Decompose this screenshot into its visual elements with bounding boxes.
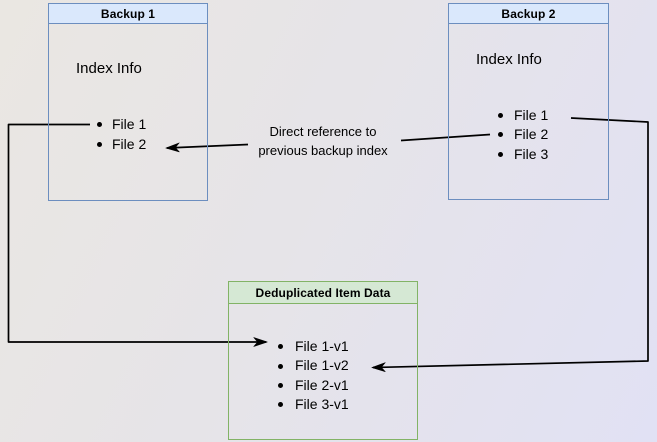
backup1-title: Backup 1 xyxy=(100,6,156,21)
annotation-label: Direct reference to previous backup inde… xyxy=(258,124,388,158)
list-item: File 1-v1 xyxy=(278,337,349,356)
dedup-title: Deduplicated Item Data xyxy=(255,285,391,300)
list-item: File 2 xyxy=(97,134,146,154)
backup2-header: Backup 2 xyxy=(449,4,608,24)
backup1-header: Backup 1 xyxy=(49,4,207,24)
backup2-file-list: File 1 File 2 File 3 xyxy=(498,106,548,164)
backup1-index-info-label: Index Info xyxy=(76,60,142,77)
item-label: File 1 xyxy=(514,107,549,123)
item-label: File 2 xyxy=(514,126,549,143)
bullet-icon xyxy=(498,151,503,157)
bullet-icon xyxy=(498,132,503,138)
backup2-index-info-label: Index Info xyxy=(476,51,542,68)
bullet-icon xyxy=(278,382,283,388)
backup2-box: Backup 2 Index Info File 1 File 2 File 3 xyxy=(448,3,609,200)
list-item: File 2 xyxy=(498,125,548,144)
bullet-icon xyxy=(278,363,283,369)
item-label: File 1-v1 xyxy=(295,338,349,354)
backup2-title: Backup 2 xyxy=(501,6,556,21)
item-label: File 2 xyxy=(112,136,147,152)
item-label: File 3 xyxy=(514,145,549,162)
backup1-file-list: File 1 File 2 xyxy=(97,114,146,154)
list-item: File 1-v2 xyxy=(278,356,349,375)
dedup-file-list: File 1-v1 File 1-v2 File 2-v1 File 3-v1 xyxy=(278,337,349,415)
dedup-header: Deduplicated Item Data xyxy=(229,282,417,304)
list-item: File 3-v1 xyxy=(278,395,349,414)
list-item: File 3 xyxy=(498,145,548,164)
bullet-icon xyxy=(97,121,102,127)
item-label: File 2-v1 xyxy=(295,376,349,393)
backup1-box: Backup 1 Index Info File 1 File 2 xyxy=(48,3,208,201)
list-item: File 1 xyxy=(498,106,548,125)
list-item: File 2-v1 xyxy=(278,376,349,395)
item-label: File 1-v2 xyxy=(295,357,349,374)
item-label: File 3-v1 xyxy=(295,396,349,413)
dedup-box: Deduplicated Item Data File 1-v1 File 1-… xyxy=(228,281,418,440)
item-label: File 1 xyxy=(112,116,147,132)
bullet-icon xyxy=(97,141,102,147)
bullet-icon xyxy=(278,402,283,408)
list-item: File 1 xyxy=(97,114,146,134)
bullet-icon xyxy=(278,344,283,350)
bullet-icon xyxy=(498,113,503,119)
